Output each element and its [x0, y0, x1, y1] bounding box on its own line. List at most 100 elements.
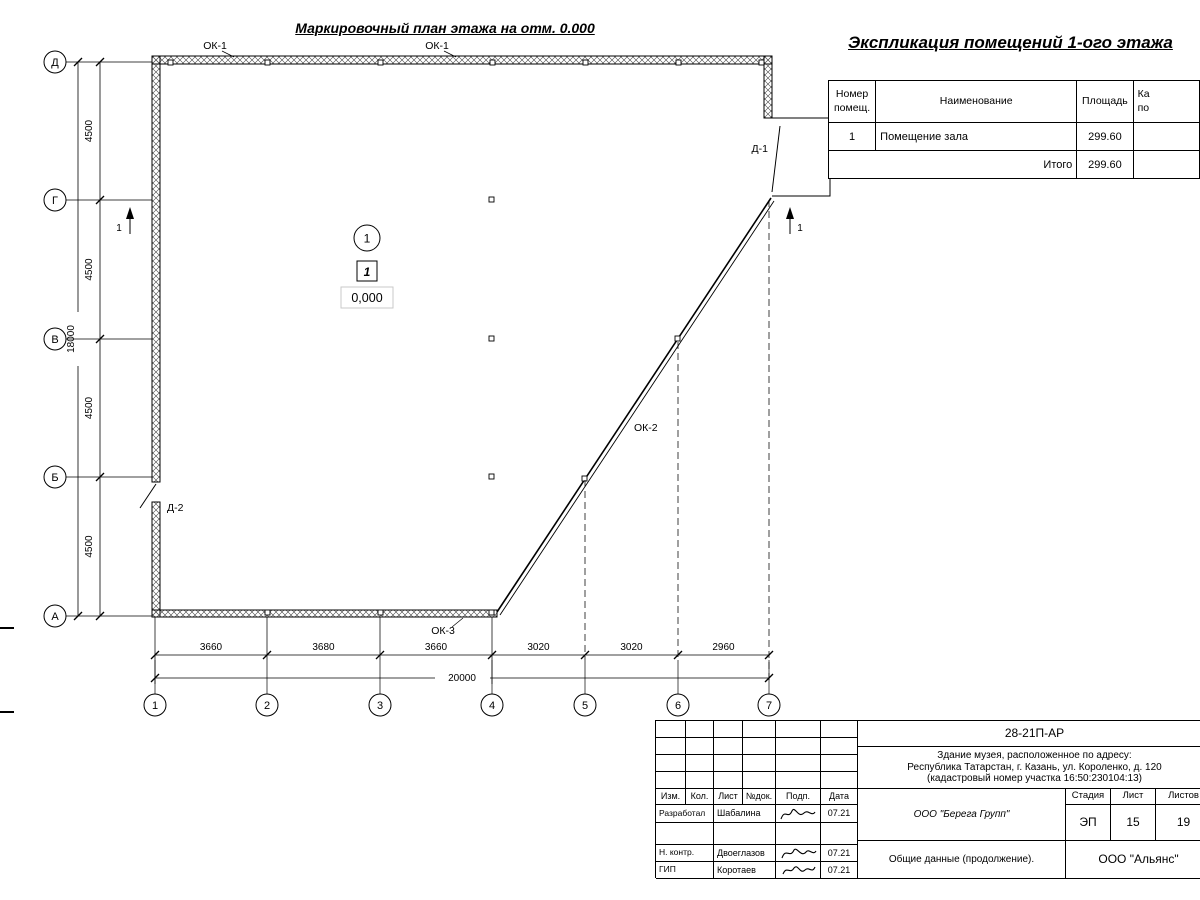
dimensions-left — [73, 57, 105, 621]
signature — [780, 808, 816, 819]
approval-cell — [743, 738, 776, 755]
approval-cell — [714, 772, 743, 789]
approval-cell — [656, 721, 686, 738]
tb-role: ГИП — [656, 862, 714, 879]
diagonal-window-wall — [496, 197, 775, 616]
sheet-value: 15 — [1111, 805, 1156, 841]
signature — [782, 865, 816, 874]
object-address-line: Здание музея, расположенное по адресу: — [937, 750, 1132, 762]
document-number: 28-21П-АР — [858, 721, 1200, 747]
stage-label: Стадия — [1066, 789, 1111, 805]
tb-date: 07.21 — [821, 845, 858, 862]
column-markers — [167, 59, 765, 616]
organization-name: ООО "Альянс" — [1066, 841, 1200, 879]
axis-label: А — [51, 611, 59, 623]
approval-cell — [714, 738, 743, 755]
section-label: 1 — [797, 223, 803, 234]
company-name: ООО "Берега Групп" — [858, 789, 1066, 841]
fold-mark — [0, 711, 14, 713]
dimensions-bottom — [150, 650, 774, 683]
dim-label: 4500 — [84, 119, 95, 142]
tb-name: Шабалина — [714, 805, 776, 823]
axis-label: В — [51, 334, 58, 346]
door-d1 — [771, 117, 831, 197]
room-area-cell: 299.60 — [1076, 122, 1134, 151]
axis-label: 5 — [582, 700, 588, 712]
dim-label: 4500 — [84, 535, 95, 558]
tb-signature-cell — [776, 805, 821, 823]
total-area-cell: 299.60 — [1076, 150, 1134, 179]
approval-cell — [743, 755, 776, 772]
object-address: Здание музея, расположенное по адресу: Р… — [858, 747, 1200, 789]
plan-title: Маркировочный план этажа на отм. 0.000 — [295, 20, 595, 36]
section-label: 1 — [116, 223, 122, 234]
approval-cell — [821, 772, 858, 789]
tb-role: Н. контр. — [656, 845, 714, 862]
axis-label: 7 — [766, 700, 772, 712]
section-mark-right: 1 — [786, 207, 803, 234]
tb-empty-cell — [821, 823, 858, 845]
axis-label: 3 — [377, 700, 383, 712]
dim-label: 3020 — [527, 642, 550, 653]
dim-label: 2960 — [712, 642, 735, 653]
tb-date: 07.21 — [821, 862, 858, 879]
tb-empty-cell — [714, 823, 776, 845]
axis-labels-bottom: 1 2 3 4 5 6 7 — [152, 700, 772, 712]
dim-label: 3680 — [312, 642, 335, 653]
tb-col-header: Изм. — [656, 789, 686, 805]
approval-cell — [686, 772, 714, 789]
tb-empty-cell — [656, 823, 714, 845]
signature — [781, 848, 817, 858]
approval-cell — [656, 772, 686, 789]
axis-label: Д — [51, 57, 59, 69]
door-label: Д-2 — [167, 502, 184, 514]
dim-label: 3660 — [200, 642, 223, 653]
approval-cell — [821, 721, 858, 738]
dimension-labels-left: 4500 4500 4500 4500 18000 — [66, 119, 95, 557]
sheets-value: 19 — [1156, 805, 1200, 841]
tb-col-header: Кол. — [686, 789, 714, 805]
tb-date: 07.21 — [821, 805, 858, 823]
window-label: ОК-1 — [425, 40, 449, 52]
approval-cell — [776, 738, 821, 755]
tb-col-header: Дата — [821, 789, 858, 805]
sheets-label: Листов — [1156, 789, 1200, 805]
approval-cell — [714, 755, 743, 772]
axis-labels-left: Д Г В Б А — [51, 57, 59, 623]
axis-label: Б — [51, 472, 58, 484]
approval-cell — [776, 755, 821, 772]
dim-label: 4500 — [84, 258, 95, 281]
room-number: 1 — [364, 232, 371, 246]
approval-cell — [776, 772, 821, 789]
room-number-marker: 1 1 0,000 — [340, 224, 394, 309]
approval-cell — [714, 721, 743, 738]
approval-cell — [743, 772, 776, 789]
tb-col-header: №док. — [743, 789, 776, 805]
approval-cell — [686, 738, 714, 755]
tb-col-header: Лист — [714, 789, 743, 805]
dim-total-label: 18000 — [66, 325, 77, 353]
tb-name: Коротаев — [714, 862, 776, 879]
tb-role: Разработал — [656, 805, 714, 823]
table-total-row: Итого 299.60 — [827, 150, 1200, 179]
total-label-cell: Итого — [827, 150, 1078, 179]
table-row: 1 Помещение зала 299.60 — [827, 122, 1200, 151]
explication-title: Экспликация помещений 1-ого этажа — [848, 33, 1173, 52]
axis-label: 4 — [489, 700, 495, 712]
elevation-mark: 0,000 — [351, 291, 382, 305]
door-label: Д-1 — [752, 143, 769, 155]
tb-empty-cell — [776, 823, 821, 845]
object-address-line: Республика Татарстан, г. Казань, ул. Кор… — [907, 761, 1162, 773]
section-mark-left: 1 — [116, 207, 134, 234]
walls — [151, 55, 773, 618]
stage-value: ЭП — [1066, 805, 1111, 841]
approval-cell — [821, 755, 858, 772]
sheet-label: Лист — [1111, 789, 1156, 805]
approval-cell — [821, 738, 858, 755]
axis-circles-left — [43, 50, 152, 628]
room-extra-cell — [1132, 122, 1200, 151]
door-d2 — [139, 483, 157, 509]
